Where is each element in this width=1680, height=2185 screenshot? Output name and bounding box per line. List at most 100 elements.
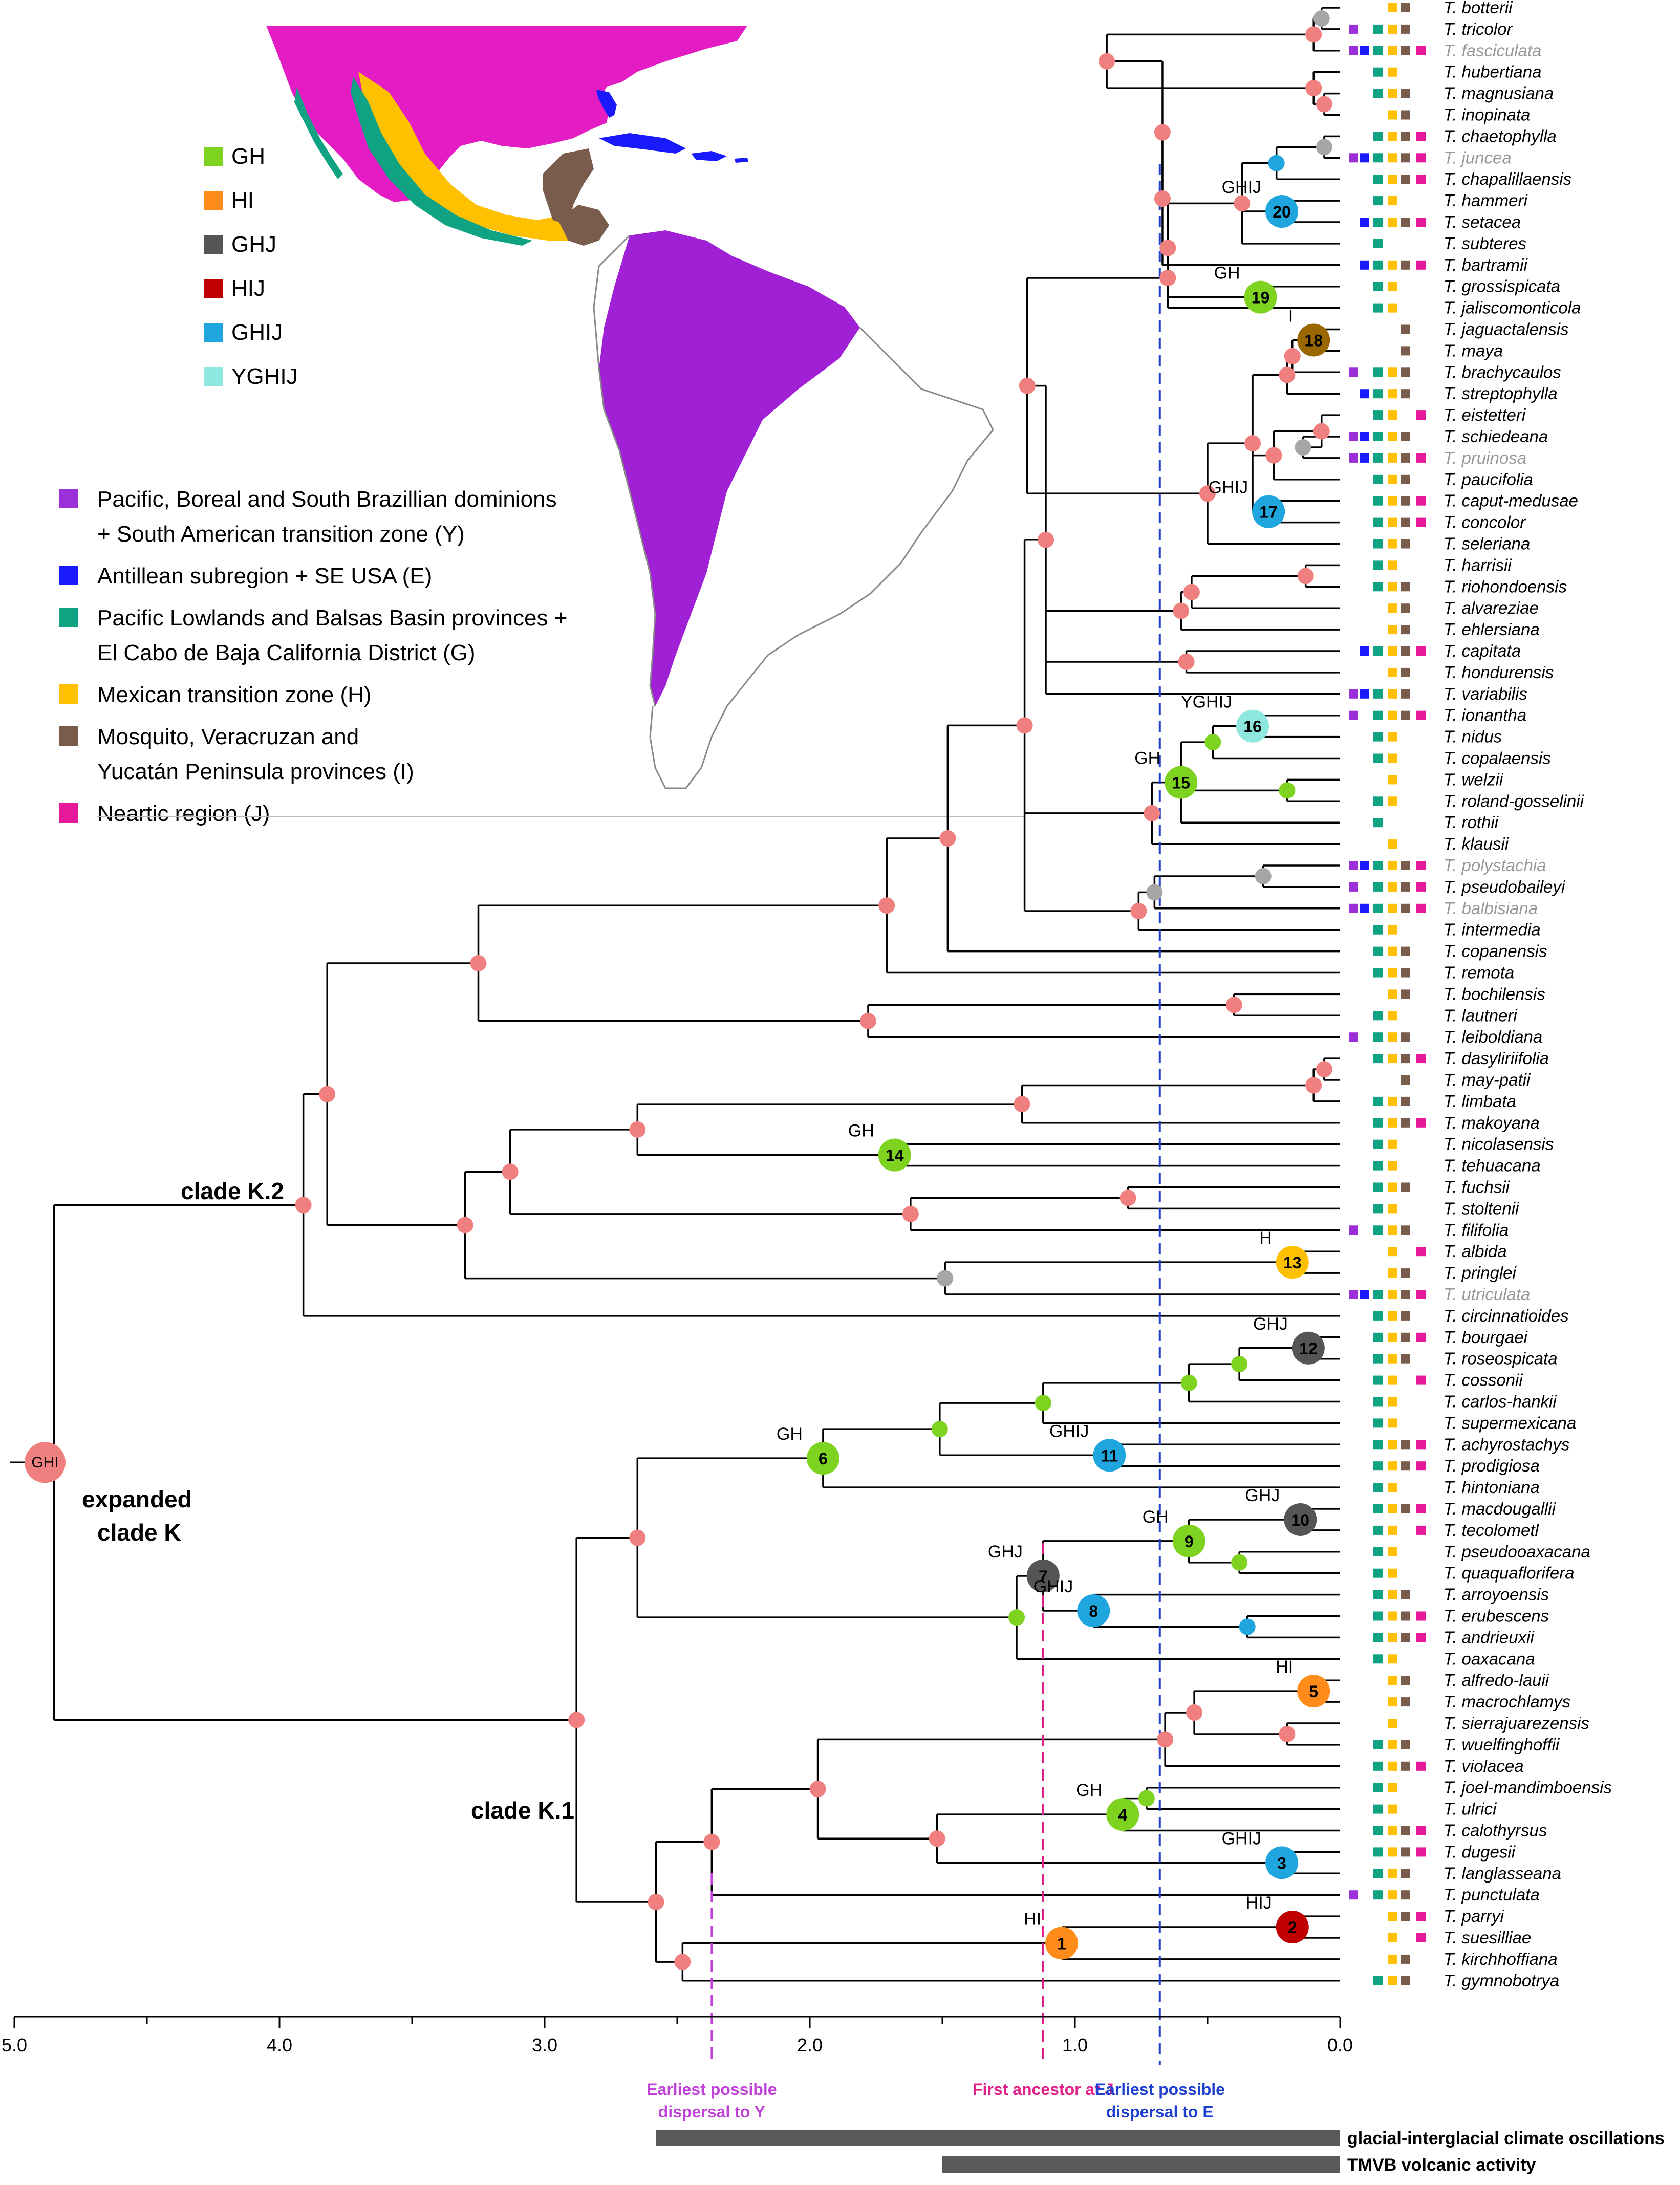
area-marker-G <box>1373 1225 1383 1235</box>
area-marker-G <box>1373 1826 1383 1835</box>
area-marker-H <box>1388 1826 1397 1835</box>
node-circle-3 <box>1265 1846 1299 1879</box>
area-marker-H <box>1388 453 1397 463</box>
area-marker-I <box>1401 1032 1410 1042</box>
tip-label: T. fuchsii <box>1444 1178 1511 1197</box>
axis-tick-label: 4.0 <box>267 2035 292 2056</box>
tip-label: T. concolor <box>1444 513 1526 532</box>
tip-label: T. carlos-hankii <box>1444 1392 1557 1411</box>
area-marker-G <box>1373 796 1383 806</box>
node-number-15: 15 <box>1172 774 1190 792</box>
node-dot <box>1244 435 1261 452</box>
node-number-6: 6 <box>819 1450 828 1468</box>
area-marker-G <box>1373 1397 1383 1407</box>
node-dot <box>1130 903 1147 920</box>
area-marker-H <box>1388 1096 1397 1106</box>
node-number-16: 16 <box>1243 718 1262 736</box>
node-area-label-10: GHJ <box>1245 1486 1280 1505</box>
tip-label: T. grossispicata <box>1444 277 1560 296</box>
map-south-america-outline <box>593 234 656 707</box>
area-marker-I <box>1401 989 1410 999</box>
area-marker-H <box>1388 1032 1397 1042</box>
tip-label: T. copanensis <box>1444 942 1547 961</box>
area-marker-G <box>1373 1783 1383 1792</box>
node-dot <box>1159 270 1176 287</box>
area-marker-I <box>1401 968 1410 978</box>
node-dot <box>937 1270 954 1287</box>
axis-tick-label: 2.0 <box>797 2035 823 2056</box>
tip-label: T. circinnatioides <box>1444 1306 1569 1325</box>
area-marker-I <box>1401 603 1410 613</box>
node-dot <box>1265 447 1282 464</box>
area-marker-I <box>1401 1504 1410 1513</box>
map-antilles-cuba <box>599 133 686 154</box>
area-marker-I <box>1401 260 1410 270</box>
annotation-lines <box>710 164 1161 2065</box>
area-marker-G <box>1373 1011 1383 1021</box>
area-marker-J <box>1416 1375 1426 1385</box>
area-marker-H <box>1388 432 1397 441</box>
area-marker-H <box>1388 46 1397 55</box>
biogeographic-map <box>266 26 994 789</box>
node-dot <box>1199 485 1216 502</box>
area-marker-G <box>1373 1032 1383 1042</box>
area-marker-I <box>1401 346 1410 356</box>
tip-label: T. lautneri <box>1444 1006 1518 1025</box>
expanded-clade-label-2: clade K <box>97 1519 181 1546</box>
area-marker-G <box>1373 903 1383 913</box>
area-marker-H <box>1388 646 1397 656</box>
event-bars: glacial-interglacial climate oscillation… <box>656 2129 1665 2175</box>
area-marker-G <box>1373 1869 1383 1878</box>
tree-branches <box>10 7 1340 1982</box>
node-dot <box>1178 653 1195 670</box>
event-bar-label: TMVB volcanic activity <box>1347 2155 1536 2175</box>
area-marker-H <box>1388 1247 1397 1257</box>
area-marker-G <box>1373 1311 1383 1321</box>
node-number-14: 14 <box>886 1146 904 1165</box>
area-marker-G <box>1373 582 1383 592</box>
tip-area-markers <box>1349 3 1426 1985</box>
area-marker-Y <box>1349 1225 1358 1235</box>
area-marker-E <box>1360 389 1369 399</box>
tip-label: T. setacea <box>1444 212 1521 231</box>
node-number-2: 2 <box>1288 1918 1297 1937</box>
area-marker-E <box>1360 453 1369 463</box>
node-dot <box>1038 531 1054 548</box>
area-marker-J <box>1416 153 1426 163</box>
tip-label: T. botterii <box>1444 0 1513 17</box>
area-marker-H <box>1388 1633 1397 1642</box>
area-marker-I <box>1401 496 1410 506</box>
tip-label: T. parryi <box>1444 1907 1505 1926</box>
area-marker-J <box>1416 1054 1426 1064</box>
tip-label: T. pseudobaileyi <box>1444 877 1566 896</box>
area-marker-H <box>1388 1676 1397 1685</box>
area-marker-I <box>1401 46 1410 55</box>
node-dot <box>470 955 487 972</box>
area-marker-E <box>1360 153 1369 163</box>
area-marker-H <box>1388 925 1397 935</box>
node-circle-16 <box>1236 709 1269 743</box>
tip-label: T. schiedeana <box>1444 427 1548 446</box>
area-marker-H <box>1388 1547 1397 1556</box>
node-dot <box>1146 884 1163 901</box>
node-circle-1 <box>1045 1927 1079 1960</box>
node-dot <box>1154 190 1171 207</box>
tip-label: T. juncea <box>1444 148 1512 167</box>
area-marker-H <box>1388 1761 1397 1771</box>
area-marker-Y <box>1349 1032 1358 1042</box>
tip-label: T. kirchhoffiana <box>1444 1950 1558 1968</box>
area-marker-I <box>1401 1954 1410 1964</box>
axis-tick-label: 0.0 <box>1327 2035 1353 2056</box>
tip-label: T. quaquaflorifera <box>1444 1564 1575 1583</box>
area-marker-J <box>1416 646 1426 656</box>
area-marker-G <box>1373 260 1383 270</box>
area-marker-I <box>1401 710 1410 720</box>
map-florida <box>596 90 617 118</box>
area-marker-I <box>1401 1697 1410 1707</box>
tip-label: T. variabilis <box>1444 684 1527 703</box>
tip-label: T. leiboldiana <box>1444 1027 1542 1046</box>
area-marker-H <box>1388 775 1397 785</box>
node-circle-11 <box>1093 1439 1126 1472</box>
